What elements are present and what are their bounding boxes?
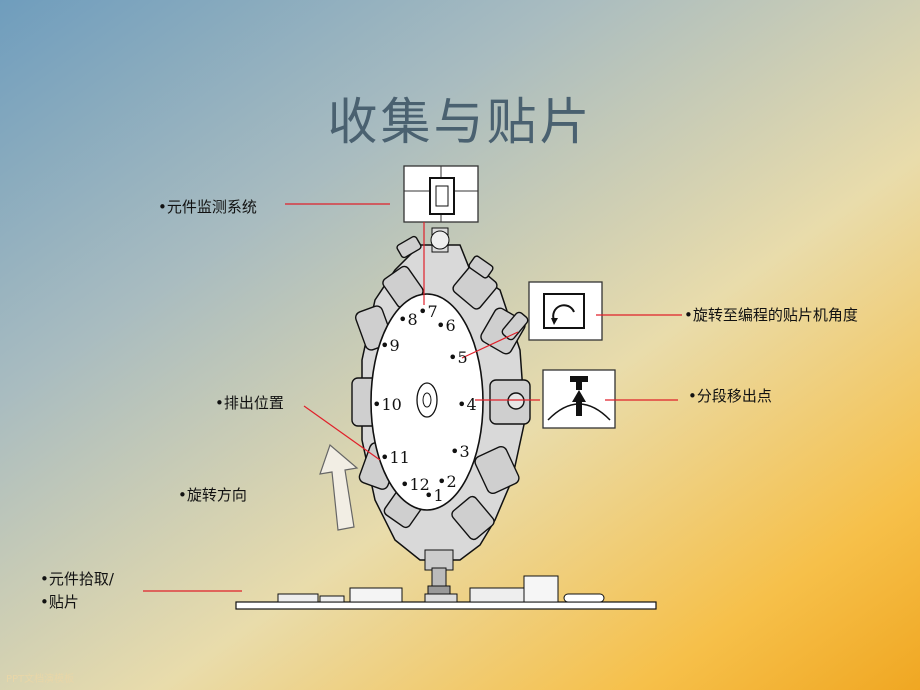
position-label: 10 [381,395,402,414]
label-rotate-to-angle: •旋转至编程的贴片机角度 [684,306,858,324]
position-11: •11 [380,448,410,467]
label-eject-position: •排出位置 [215,394,284,412]
position-5: •5 [448,348,468,367]
page-title: 收集与贴片 [327,93,593,151]
rotation-arrow [319,443,359,531]
position-label: 9 [389,336,400,355]
position-3: •3 [450,442,470,461]
position-label: 11 [389,448,410,467]
position-label: 7 [427,302,438,321]
position-label: 1 [433,486,444,505]
position-label: 6 [445,316,456,335]
position-10: •10 [372,395,402,414]
position-label: 4 [466,395,477,414]
segment-eject-box [542,369,616,429]
label-pickup-line1: •元件拾取/ [40,570,114,588]
position-9: •9 [380,336,400,355]
position-4: •4 [457,395,477,414]
position-label: 5 [457,348,468,367]
label-pickup-line2: •贴片 [40,593,79,611]
position-7: •7 [418,302,438,321]
rotation-chip-box [528,281,603,341]
label-rotation-direction: •旋转方向 [178,486,247,504]
position-12: •12 [400,475,430,494]
position-label: 3 [459,442,470,461]
position-8: •8 [398,310,418,329]
position-1: •1 [424,486,444,505]
inspection-camera-box [403,165,479,223]
position-label: 12 [409,475,430,494]
position-label: 8 [407,310,418,329]
position-6: •6 [436,316,456,335]
watermark: PPT文档演模板 [6,674,75,685]
position-2: •2 [437,472,457,491]
pcb-board [235,575,657,610]
position-label: 2 [446,472,457,491]
label-segment-eject: •分段移出点 [688,387,772,405]
label-pickup: •元件拾取/ •贴片 [40,568,114,614]
leader-lines [143,203,682,592]
label-inspection-system: •元件监测系统 [158,198,257,216]
